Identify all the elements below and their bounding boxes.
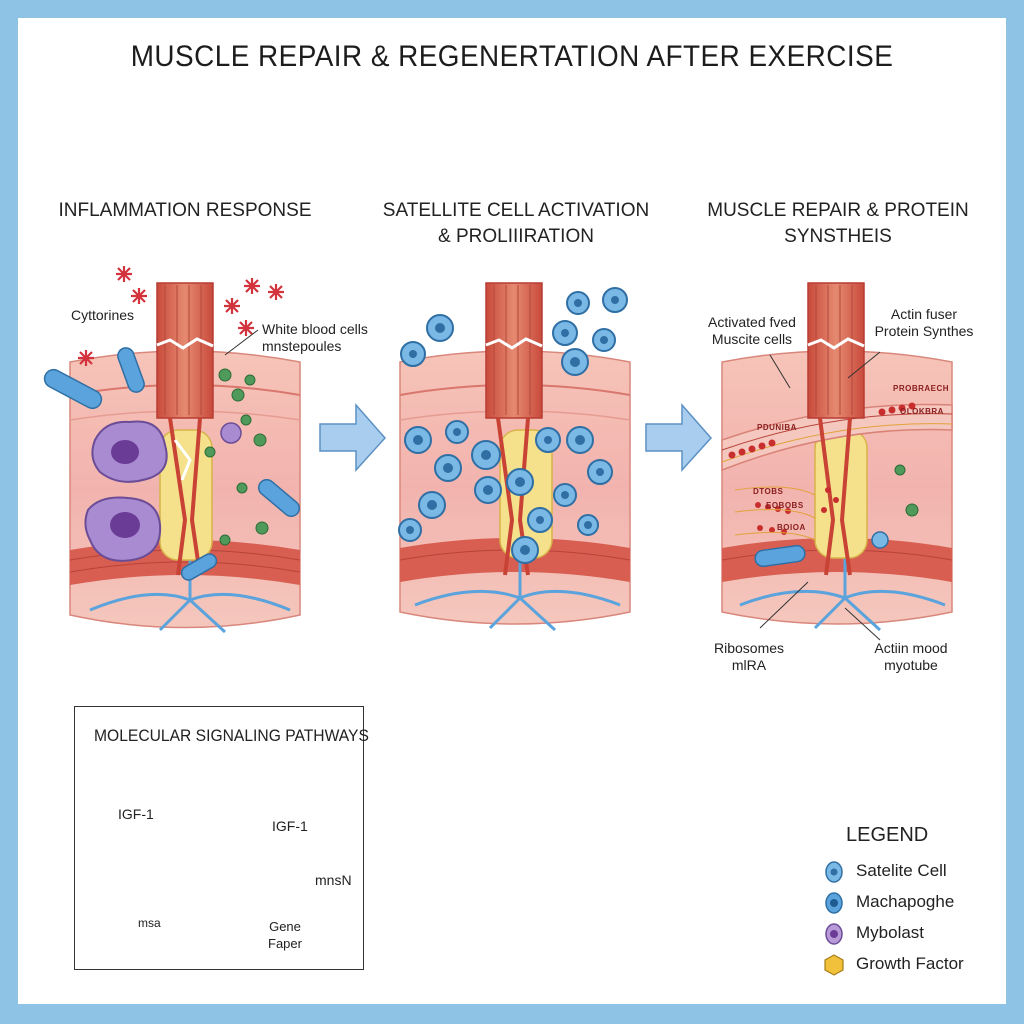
label-myotube-line-1: Actiin mood <box>874 640 948 656</box>
label-white-blood-cells-line-1: White blood cells <box>262 321 368 337</box>
label-msa: msa <box>138 916 161 930</box>
label-actin-protein-line-2: Protein Synthes <box>874 323 974 339</box>
label-activated-cells-line-2: Muscite cells <box>711 331 793 347</box>
label-ribosomes-line-1: Ribosomes <box>713 640 785 656</box>
label-gene-line-1: Gene <box>269 919 301 934</box>
panel-2-title-line-1: SATELLITE CELL ACTIVATION <box>382 200 650 221</box>
label-myotube: Actiin mood myotube <box>856 640 966 674</box>
signaling-pathways-box <box>74 706 364 970</box>
band-label-5: EOBOBS <box>766 501 804 510</box>
panel-3-title: MUSCLE REPAIR & PROTEIN SYNSTHEIS <box>700 198 976 250</box>
panel-3-ribosomes <box>728 402 916 535</box>
panel-2-title: SATELLITE CELL ACTIVATION & PROLIIIRATIO… <box>380 198 652 250</box>
legend-label-satellite-cell: Satelite Cell <box>856 861 947 880</box>
panel-3-title-line-2: SYNSTHEIS <box>784 226 892 247</box>
label-activated-cells-line-1: Activated fved <box>708 314 796 330</box>
label-activated-cells: Activated fved Muscite cells <box>700 314 804 348</box>
legend-label-growth-factor: Growth Factor <box>856 954 964 973</box>
panel-3-pointer-lines <box>759 351 881 641</box>
label-gene-line-2: Faper <box>268 936 302 951</box>
panel-1-cytokines <box>78 266 284 366</box>
page-title: MUSCLE REPAIR & REGENERTATION AFTER EXER… <box>130 40 894 73</box>
legend-label-myoblast: Mybolast <box>856 923 925 942</box>
legend-title: LEGEND <box>846 824 929 846</box>
panel-1-title: INFLAMMATION RESPONSE <box>50 198 320 224</box>
legend-item-satellite-cell: Satelite Cell <box>856 861 947 881</box>
legend-label-macrophage: Machapoghe <box>856 892 955 911</box>
flow-arrow-2 <box>645 403 713 472</box>
label-igf-left: IGF-1 <box>118 806 154 822</box>
panel-1-fibre <box>156 282 214 576</box>
panel-3-protein-strands <box>734 486 816 541</box>
label-myotube-line-2: myotube <box>884 657 938 673</box>
panel-1-pointer-lines <box>224 329 259 356</box>
band-label-3: OLOKBRA <box>900 407 944 416</box>
band-label-4: DTOBS <box>753 487 784 496</box>
panel-1-title-line: INFLAMMATION RESPONSE <box>58 200 312 221</box>
band-label-6: BOIOA <box>777 523 806 532</box>
legend-item-macrophage: Machapoghe <box>856 892 954 912</box>
label-ribosomes-line-2: mlRA <box>731 657 767 673</box>
signaling-title: MOLECULAR SIGNALING PATHWAYS <box>94 726 369 745</box>
label-igf-right: IGF-1 <box>272 818 308 834</box>
label-actin-protein-line-1: Actin fuser <box>890 306 958 322</box>
label-white-blood-cells-line-2: mnstepoules <box>262 338 342 354</box>
legend-item-myoblast: Mybolast <box>856 923 924 943</box>
panel-2-nuclei <box>406 296 619 555</box>
flow-arrow-1 <box>319 403 387 472</box>
label-cytokines: Cyttorines <box>71 307 135 323</box>
label-ribosomes: Ribosomes mlRA <box>702 640 796 674</box>
panel-2-title-line-2: & PROLIIIRATION <box>438 226 594 247</box>
label-white-blood-cells: White blood cells mnstepoules <box>262 321 368 355</box>
panel-3-title-line-1: MUSCLE REPAIR & PROTEIN <box>707 200 969 221</box>
panel-1-cells <box>43 347 301 581</box>
band-label-2: PDUNIBA <box>757 423 797 432</box>
label-actin-protein: Actin fuser Protein Synthes <box>866 306 982 340</box>
legend-icons <box>824 861 844 976</box>
panel-2-tissue <box>399 282 631 632</box>
panel-3-cells <box>754 464 919 568</box>
label-mnsn: mnsN <box>315 872 352 888</box>
label-gene: Gene Faper <box>250 918 320 952</box>
legend-item-growth-factor: Growth Factor <box>856 954 964 974</box>
band-label-1: PROBRAECH <box>893 384 950 393</box>
